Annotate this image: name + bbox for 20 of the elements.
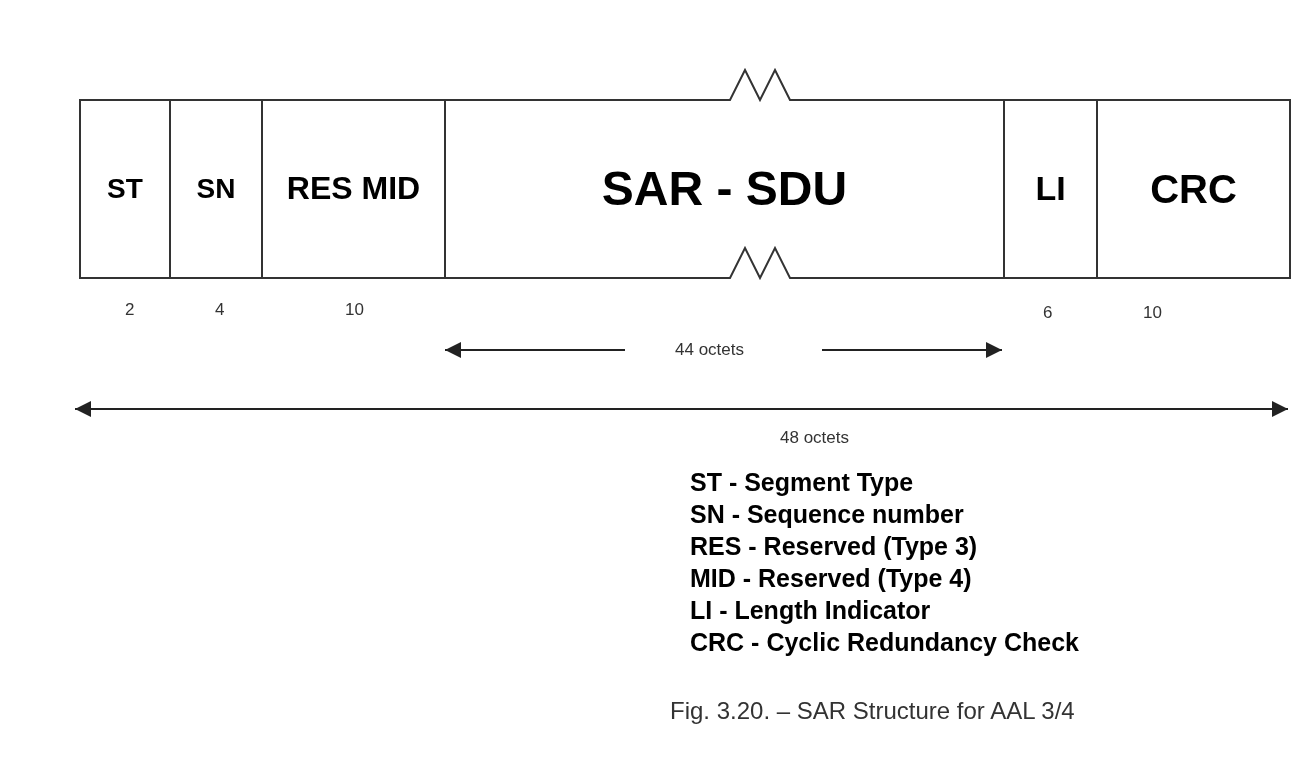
field-cell: SN <box>172 102 260 276</box>
field-size: 2 <box>125 300 135 320</box>
legend-entry: CRC - Cyclic Redundancy Check <box>690 628 1079 657</box>
field-cell: RES MID <box>264 102 443 276</box>
field-size: 4 <box>215 300 225 320</box>
legend-entry: MID - Reserved (Type 4) <box>690 564 972 593</box>
field-size: 6 <box>1043 303 1053 323</box>
field-size: 10 <box>345 300 364 320</box>
field-cell: ST <box>82 102 168 276</box>
dimension-label: 48 octets <box>780 428 849 448</box>
legend-entry: RES - Reserved (Type 3) <box>690 532 978 561</box>
field-cell: LI <box>1006 102 1095 276</box>
field-cell: CRC <box>1099 102 1288 276</box>
field-cell: SAR - SDU <box>447 102 1002 276</box>
dimension-label: 44 octets <box>675 340 744 360</box>
legend-entry: ST - Segment Type <box>690 468 914 497</box>
figure-caption: Fig. 3.20. – SAR Structure for AAL 3/4 <box>670 697 1075 725</box>
field-size: 10 <box>1143 303 1162 323</box>
legend-entry: SN - Sequence number <box>690 500 964 529</box>
legend-entry: LI - Length Indicator <box>690 596 931 625</box>
